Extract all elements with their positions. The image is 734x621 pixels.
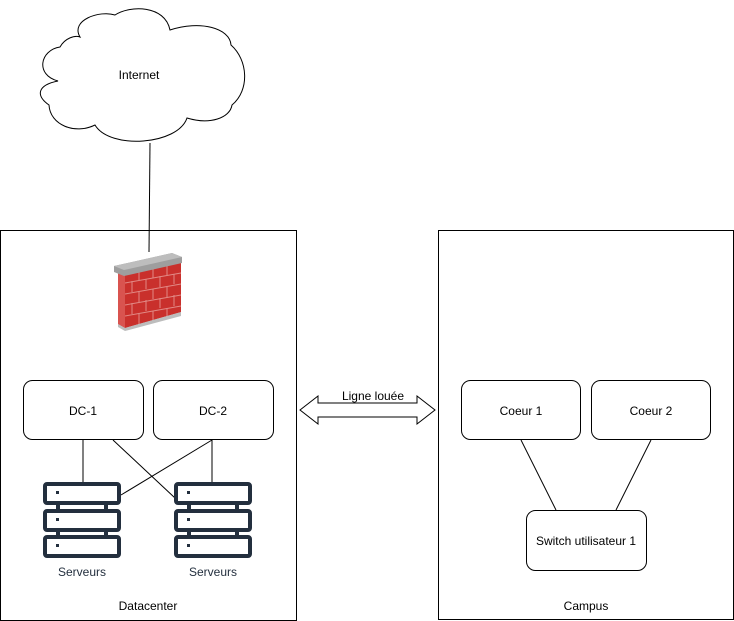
leased-line-label: Ligne louée <box>342 389 404 403</box>
dc-1-label: DC-1 <box>69 404 97 418</box>
core-switch-links <box>520 439 652 511</box>
leased-line-link[interactable]: Ligne louée <box>299 389 436 426</box>
double-arrow-icon <box>299 394 436 426</box>
server-rack-2-label: Serveurs <box>189 565 237 579</box>
dc-1-node[interactable]: DC-1 <box>23 380 144 440</box>
coeur-2-node[interactable]: Coeur 2 <box>591 380 711 440</box>
dc-2-node[interactable]: DC-2 <box>153 380 274 440</box>
coeur-1-label: Coeur 1 <box>500 404 543 418</box>
coeur-2-label: Coeur 2 <box>630 404 673 418</box>
coeur2-switch-link <box>615 439 652 511</box>
cloud-shape <box>39 8 246 142</box>
dc-2-label: DC-2 <box>199 404 227 418</box>
dc2-server1-link <box>120 439 213 496</box>
server-rack-icon[interactable] <box>43 482 121 558</box>
server-rack-1-label: Serveurs <box>58 565 106 579</box>
campus-label: Campus <box>564 599 609 613</box>
server-rack-icon[interactable] <box>174 482 252 558</box>
dc-server-links <box>82 439 213 499</box>
coeur1-switch-link <box>520 439 557 511</box>
internet-firewall-link <box>148 142 151 253</box>
datacenter-label: Datacenter <box>119 599 178 613</box>
user-switch-label: Switch utilisateur 1 <box>536 534 636 548</box>
dc1-server2-link <box>112 439 176 499</box>
user-switch-node[interactable]: Switch utilisateur 1 <box>526 510 647 571</box>
coeur-1-node[interactable]: Coeur 1 <box>461 380 581 440</box>
cloud-label: Internet <box>119 68 160 82</box>
internet-cloud[interactable]: Internet <box>39 8 246 142</box>
firewall-icon[interactable] <box>114 253 182 331</box>
